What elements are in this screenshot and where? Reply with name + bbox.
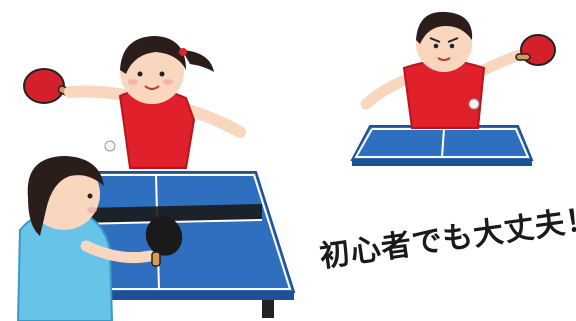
ping-pong-ball-right xyxy=(468,98,480,110)
ping-pong-paddle-red-right xyxy=(515,34,556,66)
boy-red-shirt xyxy=(360,11,556,129)
girl-blue-shirt-back-view xyxy=(16,156,183,321)
ping-pong-ball xyxy=(104,140,116,152)
ping-pong-table-right xyxy=(350,125,534,166)
ping-pong-paddle-red xyxy=(23,68,75,104)
ping-pong-paddle-black xyxy=(145,216,183,267)
girl-with-ponytail-red-shirt xyxy=(23,36,246,169)
